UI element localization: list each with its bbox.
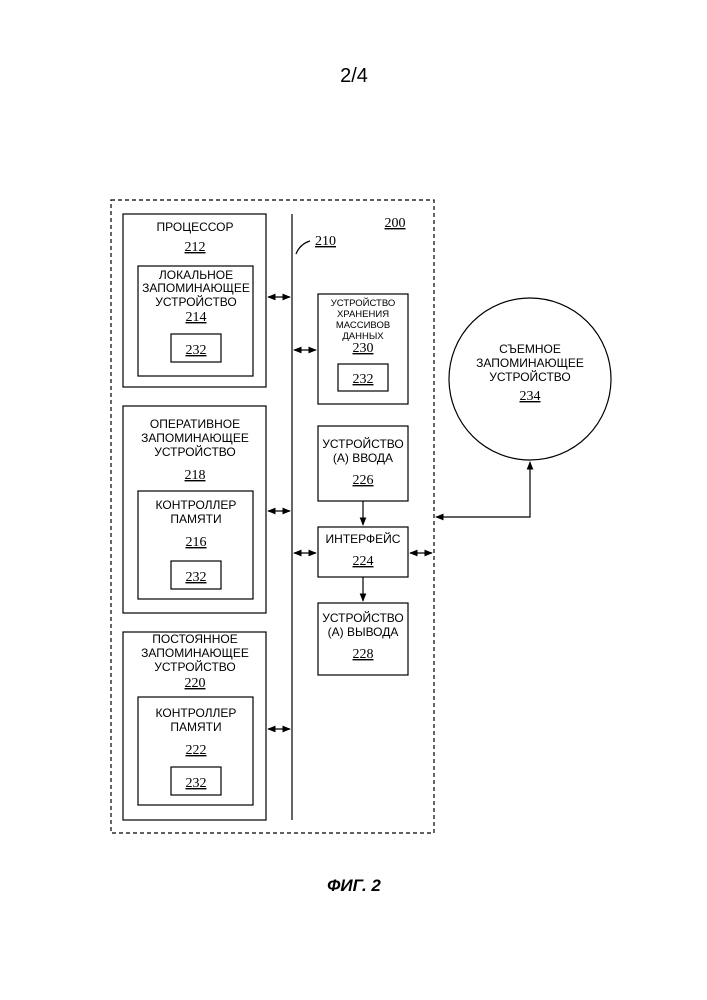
- array-storage-inner-ref: 232: [353, 372, 374, 387]
- bus-leader-line: [296, 241, 310, 254]
- figure-caption: ФИГ. 2: [327, 876, 381, 895]
- ram-label-2: ЗАПОМИНАЮЩЕЕ: [141, 431, 249, 445]
- rom-label-2: ЗАПОМИНАЮЩЕЕ: [141, 646, 249, 660]
- ram-controller-inner-ref: 232: [186, 570, 207, 585]
- rom-controller-label-1: КОНТРОЛЛЕР: [156, 706, 237, 720]
- rom-label-1: ПОСТОЯННОЕ: [152, 632, 237, 646]
- removable-storage-label-2: ЗАПОМИНАЮЩЕЕ: [476, 356, 584, 370]
- input-device-label-1: УСТРОЙСТВО: [322, 436, 403, 451]
- ram-controller-ref: 216: [186, 535, 207, 550]
- ram-ref: 218: [185, 468, 206, 483]
- output-device-label-1: УСТРОЙСТВО: [322, 610, 403, 625]
- array-storage-label-1: УСТРОЙСТВО: [331, 297, 396, 309]
- rom-label-3: УСТРОЙСТВО: [154, 659, 235, 674]
- rom-controller-label-2: ПАМЯТИ: [170, 720, 221, 734]
- removable-storage-label-3: УСТРОЙСТВО: [489, 369, 570, 384]
- ram-controller-label-1: КОНТРОЛЛЕР: [156, 498, 237, 512]
- output-device-ref: 228: [353, 647, 374, 662]
- rom-controller-inner-ref: 232: [186, 776, 207, 791]
- input-device-block: УСТРОЙСТВО (А) ВВОДА 226: [318, 426, 408, 501]
- processor-label: ПРОЦЕССОР: [157, 220, 234, 234]
- rom-block: ПОСТОЯННОЕ ЗАПОМИНАЮЩЕЕ УСТРОЙСТВО 220 К…: [123, 632, 266, 820]
- rom-controller-ref: 222: [186, 743, 207, 758]
- processor-ref: 212: [185, 240, 206, 255]
- interface-block: ИНТЕРФЕЙС 224: [318, 527, 408, 577]
- output-device-block: УСТРОЙСТВО (А) ВЫВОДА 228: [318, 603, 408, 675]
- array-storage-ref: 230: [353, 341, 374, 356]
- local-storage-inner-ref: 232: [186, 343, 207, 358]
- interface-label: ИНТЕРФЕЙС: [326, 531, 401, 546]
- processor-block: ПРОЦЕССОР 212 ЛОКАЛЬНОЕ ЗАПОМИНАЮЩЕЕ УСТ…: [123, 214, 266, 387]
- system-ref: 200: [385, 216, 406, 231]
- sheet-number: 2/4: [340, 65, 368, 87]
- removable-storage-link-arrow: [436, 462, 530, 517]
- rom-ref: 220: [185, 676, 206, 691]
- array-storage-label-3: МАССИВОВ: [336, 320, 390, 331]
- ram-label-1: ОПЕРАТИВНОЕ: [150, 417, 240, 431]
- ram-controller-label-2: ПАМЯТИ: [170, 512, 221, 526]
- local-storage-label-3: УСТРОЙСТВО: [155, 294, 236, 309]
- removable-storage-ref: 234: [520, 389, 541, 404]
- removable-storage-label-1: СЪЕМНОЕ: [499, 342, 561, 356]
- array-storage-block: УСТРОЙСТВО ХРАНЕНИЯ МАССИВОВ ДАННЫХ 230 …: [318, 294, 408, 404]
- local-storage-label-2: ЗАПОМИНАЮЩЕЕ: [142, 281, 250, 295]
- input-device-label-2: (А) ВВОДА: [333, 451, 393, 465]
- removable-storage-block: СЪЕМНОЕ ЗАПОМИНАЮЩЕЕ УСТРОЙСТВО 234: [449, 298, 611, 460]
- input-device-ref: 226: [353, 473, 374, 488]
- output-device-label-2: (А) ВЫВОДА: [328, 625, 399, 639]
- array-storage-label-2: ХРАНЕНИЯ: [337, 309, 389, 320]
- local-storage-label-1: ЛОКАЛЬНОЕ: [159, 268, 233, 282]
- ram-label-3: УСТРОЙСТВО: [154, 444, 235, 459]
- bus-ref: 210: [315, 234, 336, 249]
- ram-block: ОПЕРАТИВНОЕ ЗАПОМИНАЮЩЕЕ УСТРОЙСТВО 218 …: [123, 406, 266, 613]
- interface-ref: 224: [353, 554, 374, 569]
- local-storage-ref: 214: [186, 310, 207, 325]
